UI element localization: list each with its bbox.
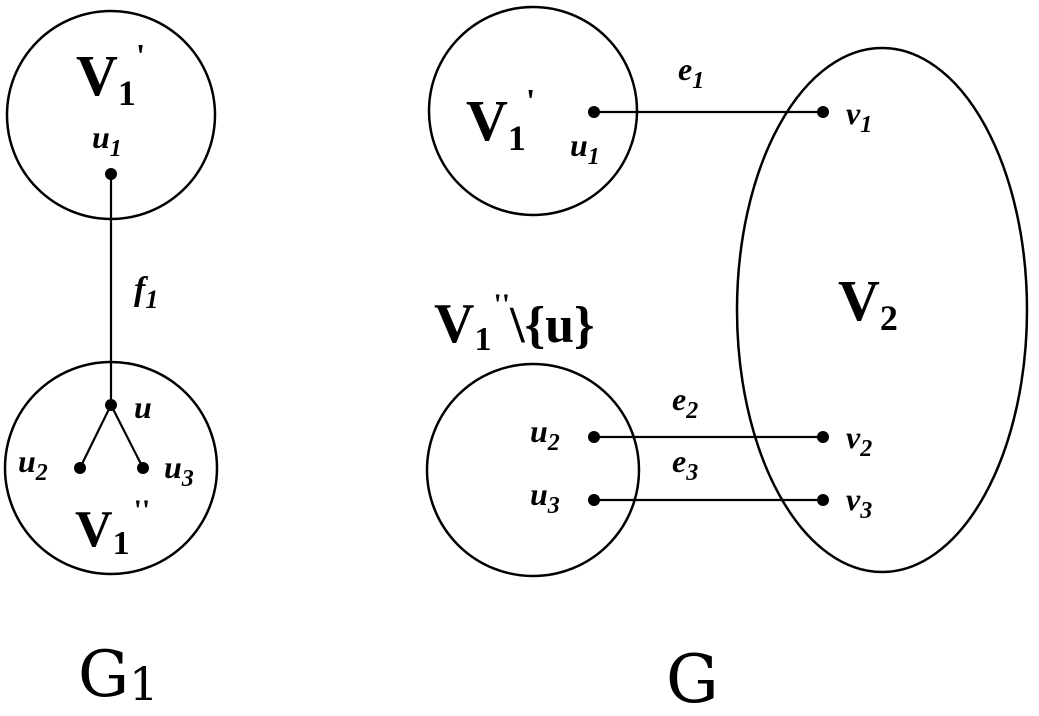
- g-node-u3: [588, 494, 600, 506]
- g1-caption: G1: [78, 638, 158, 712]
- g-caption: G: [666, 641, 719, 716]
- g-right-set-label: V2: [838, 268, 898, 338]
- g-node-v2: [817, 431, 829, 443]
- g-vertex-v2-label: v2: [846, 419, 872, 462]
- g-bottom-set-label: V1''\{u}: [434, 288, 594, 358]
- g-edge-e3-label: e3: [672, 443, 698, 486]
- g-node-v1: [817, 106, 829, 118]
- g-node-u2: [588, 431, 600, 443]
- graph-g: V1' u1 e1 v1 V2 V1''\{u} u2 u3 e2 e3 v2 …: [425, 5, 1029, 716]
- g-node-u1: [588, 106, 600, 118]
- g1-edge-u-u2: [79, 404, 112, 469]
- g-top-set-label: V1': [466, 83, 535, 158]
- graph-g1: V1' u1 f1 u u2 u3 V1'' G1: [3, 9, 219, 712]
- g1-vertex-u-label: u: [134, 389, 152, 425]
- g1-edge-f1-label: f1: [134, 271, 158, 314]
- g-edge-e1-label: e1: [678, 51, 704, 94]
- g-node-v3: [817, 494, 829, 506]
- g1-node-u1: [105, 168, 117, 180]
- g-edge-e2-label: e2: [672, 381, 698, 424]
- g-bottom-set-circle: [425, 362, 641, 578]
- g-vertex-u3-label: u3: [530, 476, 560, 519]
- g-vertex-v3-label: v3: [846, 481, 872, 524]
- g1-vertex-u2-label: u2: [18, 443, 48, 486]
- g1-bottom-set-label: V1'': [75, 494, 150, 562]
- g1-edge-u-u3: [110, 404, 144, 469]
- g-vertex-v1-label: v1: [846, 95, 872, 138]
- g-right-set-ellipse: [735, 46, 1029, 574]
- g1-node-u3: [137, 462, 149, 474]
- g1-node-u2: [74, 462, 86, 474]
- g1-vertex-u3-label: u3: [164, 449, 194, 492]
- g-vertex-u2-label: u2: [530, 413, 560, 456]
- g1-node-u: [105, 399, 117, 411]
- g1-top-set-label: V1': [76, 38, 145, 113]
- g-vertex-u1-label: u1: [570, 127, 600, 170]
- g1-vertex-u1-label: u1: [92, 119, 122, 162]
